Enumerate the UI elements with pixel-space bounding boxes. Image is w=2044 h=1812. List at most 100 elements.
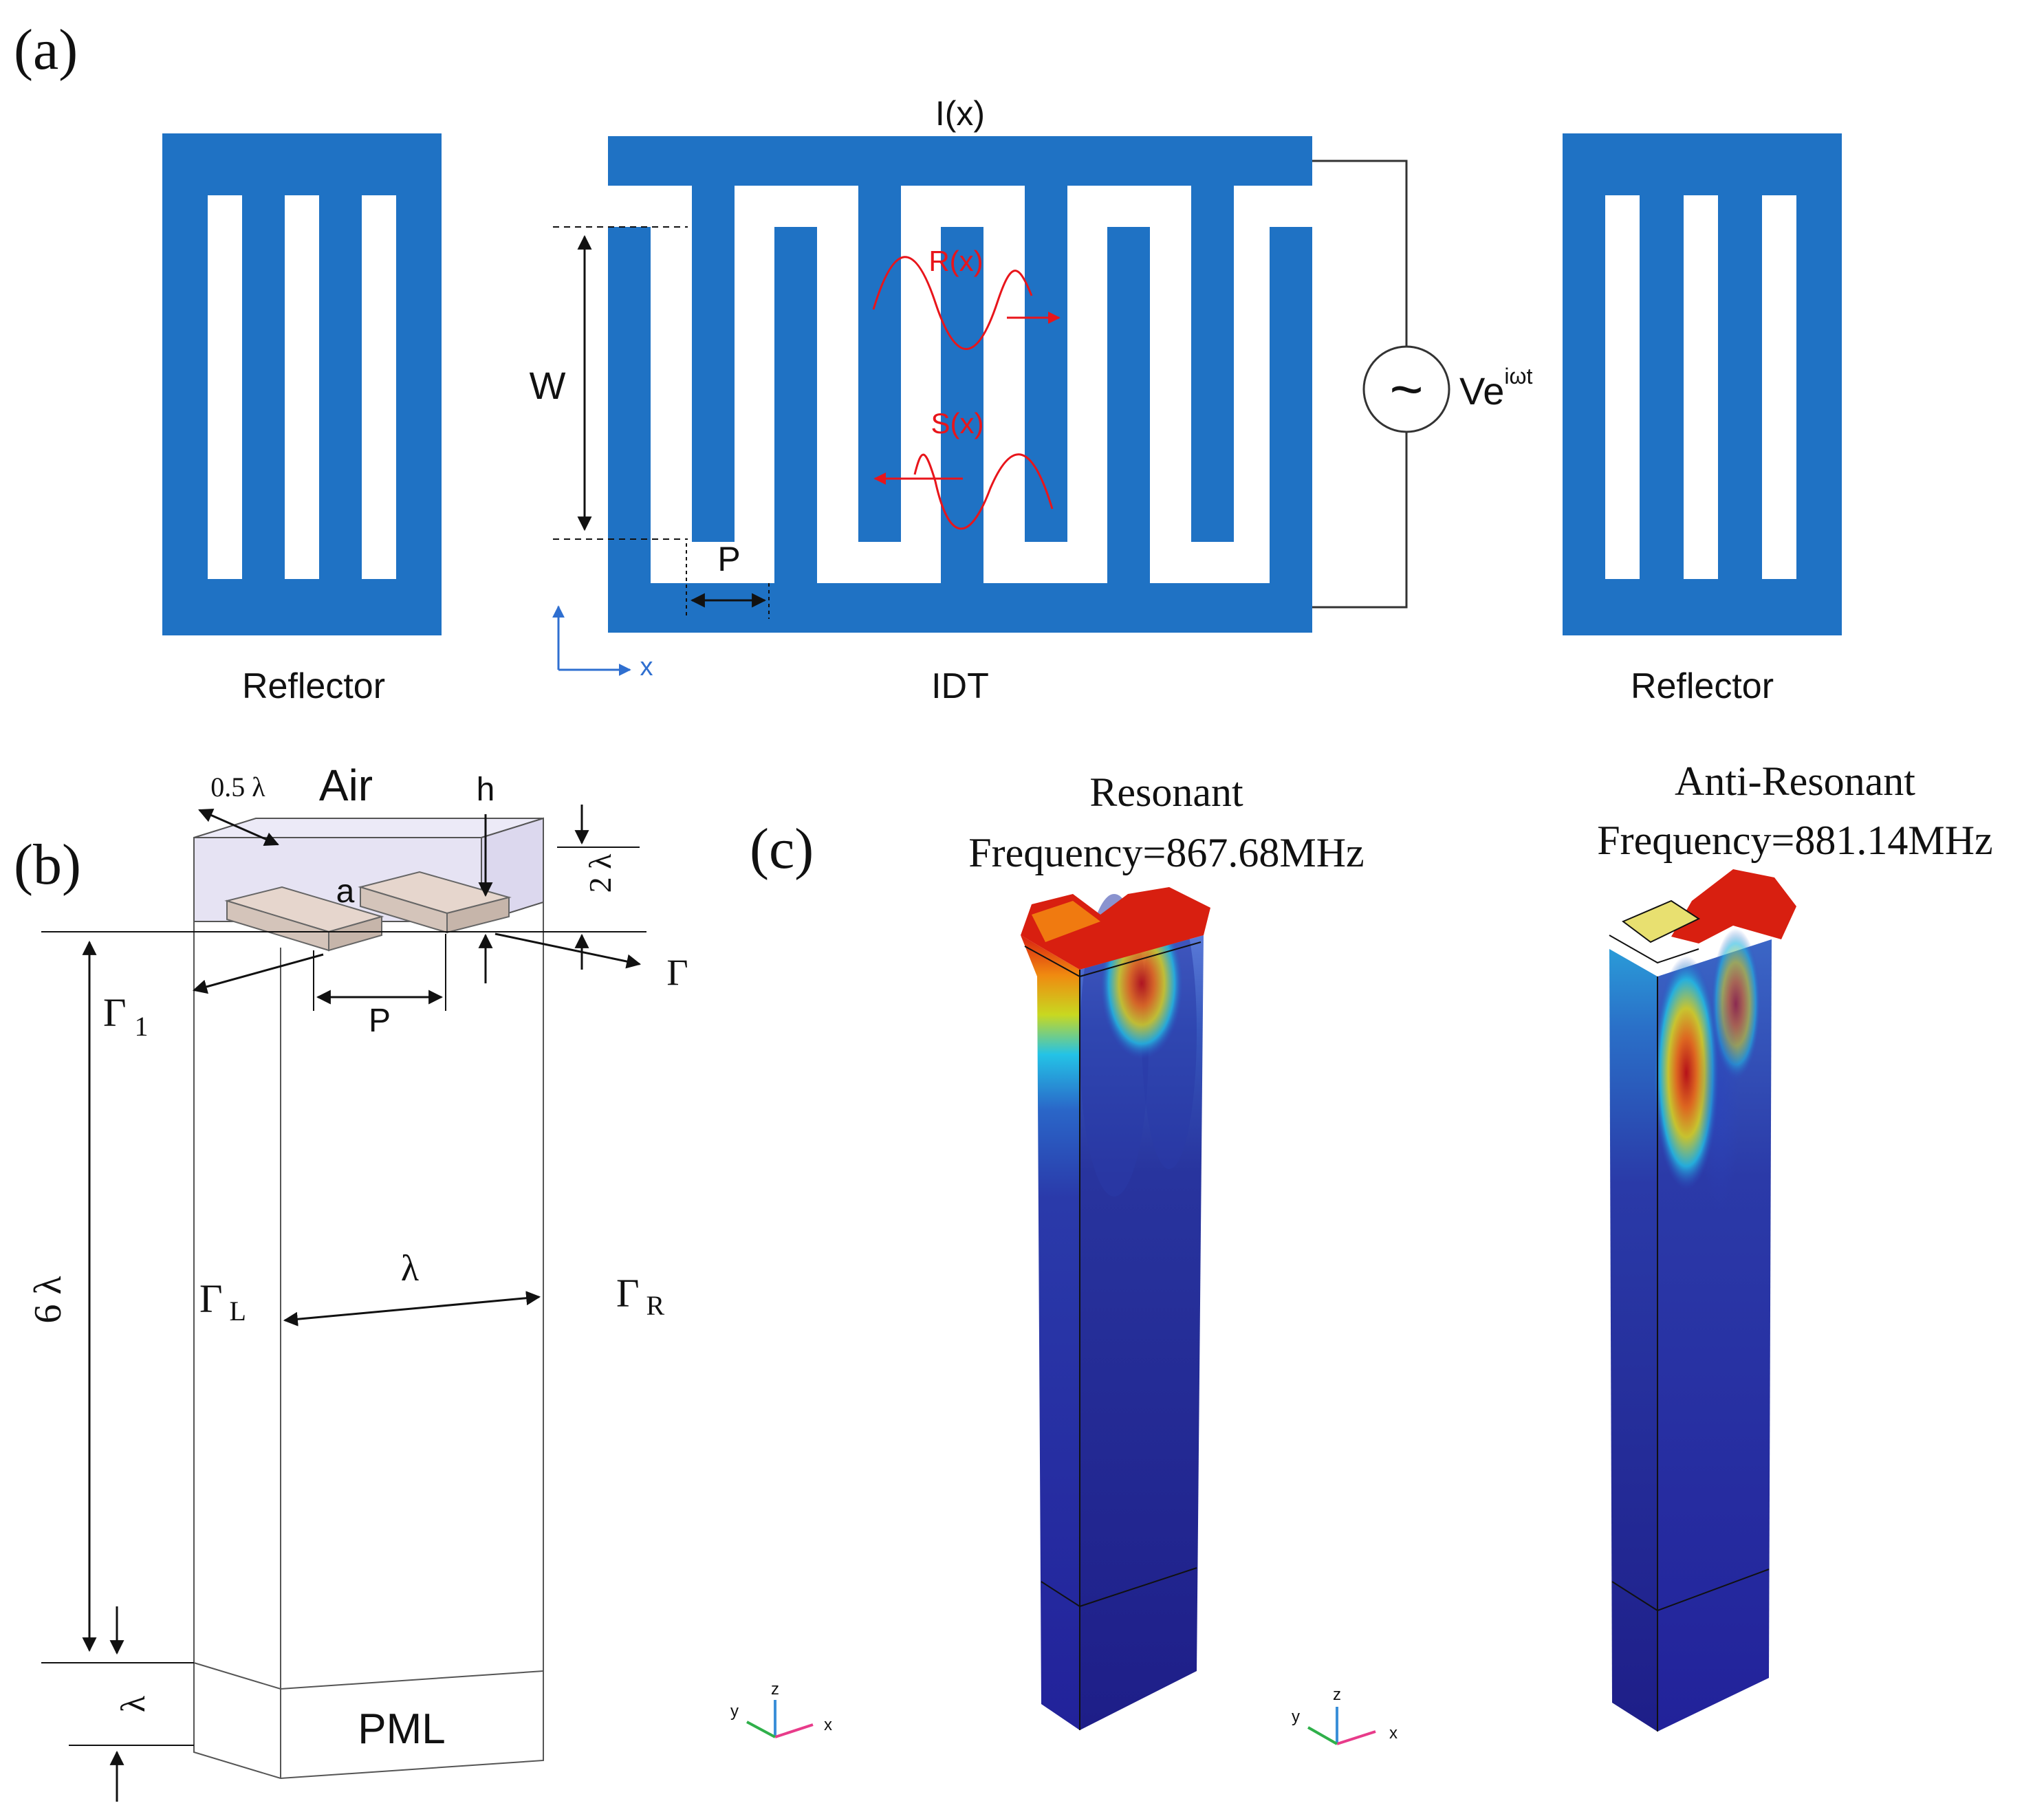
wave-r-label: R(x) [928,245,983,277]
resonant-top-outline [1024,941,1202,978]
voltage-base: Ve [1459,369,1504,413]
anti-top-cap [1671,869,1796,943]
electrode-left-side [328,915,382,952]
anti-left-face [1609,949,1657,1732]
wave-s-label: S(x) [931,407,984,439]
resonant-left-face [1021,935,1080,1730]
anti-node [1699,990,1740,1210]
width-label: W [530,364,566,407]
right-reflector-slot [1605,195,1640,579]
ac-source-tilde: ~ [1389,357,1423,422]
panel-b-label: (b) [14,833,81,897]
triad-x-axis [1336,1730,1376,1745]
triad-y-label: y [1292,1707,1300,1726]
right-reflector-slot [1762,195,1796,579]
pml-boundary [193,1662,544,1690]
idt-bottom-finger [608,227,651,585]
panel-a: (a) Reflector Reflector [14,18,1842,706]
idt-top-busbar [608,136,1312,186]
a-label: a [336,873,355,910]
panel-b: (b) Air PML 0.5 λ h 2 λ a [14,761,688,1802]
left-reflector-caption: Reflector [242,666,385,706]
anti-top-outline [1609,935,1699,964]
gammaR-sub: R [646,1290,665,1321]
electrode-right-side [446,896,510,934]
anti-electrode [1622,899,1701,943]
panel-c-label: (c) [750,817,814,881]
two-lambda-label: 2 λ [583,853,618,893]
left-reflector-slot [362,195,396,579]
axis-x-label: x [640,653,653,681]
half-lambda-label: 0.5 λ [210,772,265,803]
voltage-exponent: iωt [1504,364,1532,389]
half-lambda-arrow [198,808,279,847]
gamma1-main: Γ [103,990,127,1035]
left-reflector-slot [285,195,319,579]
gamma-arrow [494,932,642,969]
gamma1-sub: 1 [135,1011,149,1042]
pml-label: PML [358,1705,445,1753]
air-label: Air [319,761,373,810]
idt-bottom-finger [774,227,817,585]
right-reflector [1563,133,1842,635]
triad-x-label: x [824,1716,832,1734]
triad-z-label: z [1333,1685,1341,1704]
right-reflector-slot [1684,195,1718,579]
h-label: h [477,772,495,808]
idt-electrode [608,136,1312,633]
idt-bottom-finger [1270,227,1312,585]
gammaL-sub: L [230,1296,246,1327]
p-label: P [369,1003,391,1039]
resonant-mode-shape [1021,887,1210,1730]
lambda-width-arrow [283,1291,541,1327]
pitch-label: P [717,540,740,578]
triad-z-label: z [771,1680,779,1699]
circuit-bottom-wire [1312,432,1408,609]
six-lambda-label: 6 λ [27,1276,69,1323]
gammaL-main: Γ [199,1276,223,1321]
idt-bottom-finger [941,227,983,585]
axis-triad-resonant: z x y [730,1680,832,1738]
wave-s [913,453,1054,530]
axis-triad-anti: z x y [1292,1685,1398,1745]
right-reflector-caption: Reflector [1631,666,1774,706]
pml-lambda-label: λ [113,1696,152,1712]
circuit-top-wire [1312,160,1408,347]
triad-x-axis [774,1723,814,1738]
gamma-label: Γ [666,952,688,993]
current-label: I(x) [935,94,985,133]
idt-top-finger [1191,184,1234,542]
idt-caption: IDT [931,666,989,706]
panel-a-label: (a) [14,18,78,82]
triad-y-axis [1307,1726,1338,1745]
gamma1-arrow [192,953,324,994]
idt-bottom-busbar [608,583,1312,633]
idt-top-finger [692,184,735,542]
anti-pml-line [1611,1569,1770,1612]
ac-source-symbol [1362,345,1450,433]
idt-bottom-finger [1107,227,1150,585]
triad-x-label: x [1389,1724,1398,1743]
idt-top-finger [858,184,901,542]
triad-y-axis [746,1721,776,1738]
anti-resonant-frequency: Frequency=881.14MHz [1597,818,1992,863]
panel-c: (c) Resonant Frequency=867.68MHz Anti-Re… [730,758,1993,1745]
anti-resonant-title: Anti-Resonant [1675,758,1915,804]
gammaR-main: Γ [616,1271,640,1316]
wave-r [872,256,1033,350]
voltage-label: Veiωt [1459,364,1533,413]
idt-top-finger [1025,184,1067,542]
resonant-pml-line [1041,1567,1197,1608]
left-reflector [162,133,442,635]
left-reflector-slot [208,195,242,579]
triad-y-label: y [730,1702,739,1721]
resonant-top-highlight [1032,901,1100,942]
resonant-title: Resonant [1089,769,1243,815]
resonant-frequency: Frequency=867.68MHz [968,830,1364,875]
lambda-label: λ [401,1247,419,1289]
anti-resonant-mode-shape [1609,869,1796,1732]
